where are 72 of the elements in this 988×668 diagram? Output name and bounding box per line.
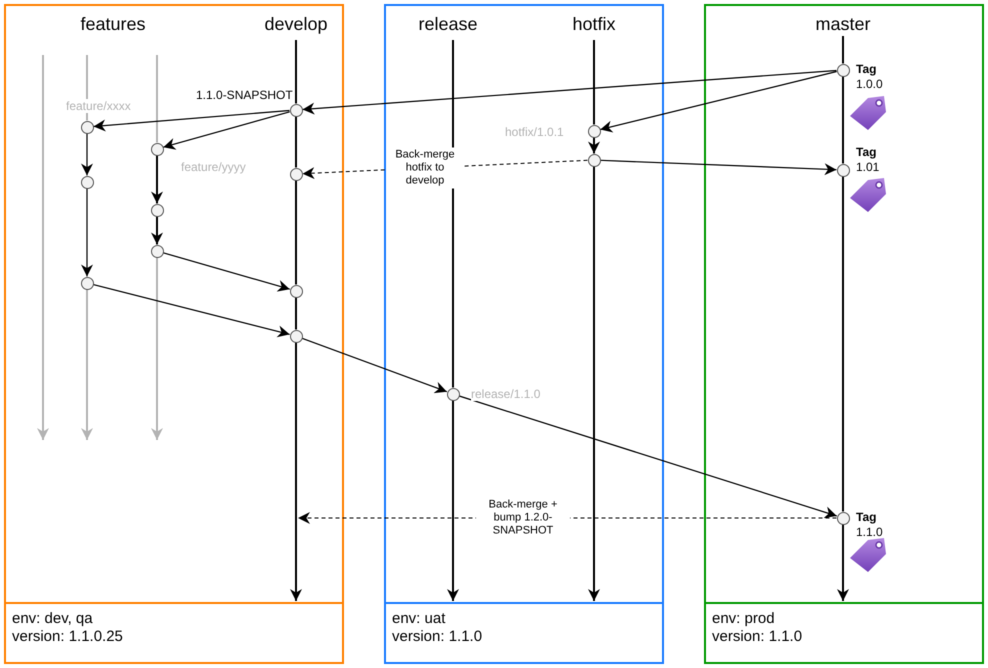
back-merge-arrow xyxy=(298,512,837,524)
branch-line xyxy=(151,258,163,440)
branch-line xyxy=(81,134,93,176)
commit-label: 1.0.0 xyxy=(856,77,883,91)
version-text: version: 1.1.0.25 xyxy=(12,628,123,646)
commit-label: 1.01 xyxy=(856,160,880,174)
merge-arrow xyxy=(459,395,837,518)
branch-line xyxy=(842,36,844,64)
commit-circle xyxy=(290,330,302,342)
merge-arrow xyxy=(163,252,290,292)
branch-line xyxy=(290,342,302,601)
commit-label: feature/xxxx xyxy=(66,99,131,113)
branch-line xyxy=(588,166,600,601)
commit-circle xyxy=(150,204,164,216)
branch-line xyxy=(151,216,163,244)
branch-line xyxy=(295,180,297,284)
tag-label: Tag xyxy=(856,62,876,76)
version-text: version: 1.1.0 xyxy=(712,628,802,646)
merge-arrow xyxy=(600,70,837,132)
merge-arrow xyxy=(93,110,290,132)
back-merge-arrow xyxy=(302,160,588,180)
branch-line xyxy=(842,76,844,164)
merge-arrow xyxy=(163,111,290,150)
branch-line xyxy=(81,188,93,276)
branch-line xyxy=(588,138,600,154)
commit-circle xyxy=(80,120,94,134)
tag-label: Tag xyxy=(856,145,876,159)
commit-label: 1.1.0-SNAPSHOT xyxy=(196,88,293,102)
branch-line xyxy=(295,298,297,330)
branch-heading: features xyxy=(80,14,146,35)
commit-circle xyxy=(80,276,94,290)
commit-circle xyxy=(836,164,850,176)
commit-circle xyxy=(150,244,164,258)
version-text: version: 1.1.0 xyxy=(392,628,482,646)
merge-arrow xyxy=(302,338,448,394)
branch-heading: develop xyxy=(264,14,328,35)
tag-label: Tag xyxy=(856,510,876,524)
environment-text: env: uat xyxy=(392,610,446,628)
branch-line xyxy=(837,524,849,601)
environment-text: env: dev, qa xyxy=(12,610,93,628)
branch-line xyxy=(295,116,297,168)
branch-line xyxy=(447,400,459,601)
commit-label: feature/yyyy xyxy=(181,160,246,174)
branch-line xyxy=(842,176,844,512)
branch-line xyxy=(156,55,158,142)
commit-circle xyxy=(290,284,302,298)
commit-circle xyxy=(588,154,600,166)
commit-circle xyxy=(588,124,600,138)
commit-circle xyxy=(836,64,850,76)
merge-arrow xyxy=(302,70,837,115)
branch-panel xyxy=(704,4,984,664)
edge-label: Back-merge hotfix to develop xyxy=(386,148,464,188)
commit-circle xyxy=(446,388,460,400)
commit-circle xyxy=(290,104,302,116)
merge-arrow xyxy=(93,284,290,338)
branch-line xyxy=(593,40,595,124)
branch-panel xyxy=(4,4,344,664)
merge-arrow xyxy=(600,160,837,176)
commit-circle xyxy=(80,176,94,188)
branch-line xyxy=(295,40,297,104)
branch-heading: hotfix xyxy=(572,14,616,35)
branch-line xyxy=(151,156,163,204)
commit-circle xyxy=(290,168,302,180)
branch-line xyxy=(81,290,93,440)
environment-text: env: prod xyxy=(712,610,775,628)
branch-heading: master xyxy=(816,14,870,35)
commit-label: hotfix/1.0.1 xyxy=(505,125,564,139)
commit-circle xyxy=(150,142,164,156)
commit-label: release/1.1.0 xyxy=(471,387,540,401)
commit-circle xyxy=(836,512,850,524)
branch-heading: release xyxy=(418,14,478,35)
commit-label: 1.1.0 xyxy=(856,525,883,539)
